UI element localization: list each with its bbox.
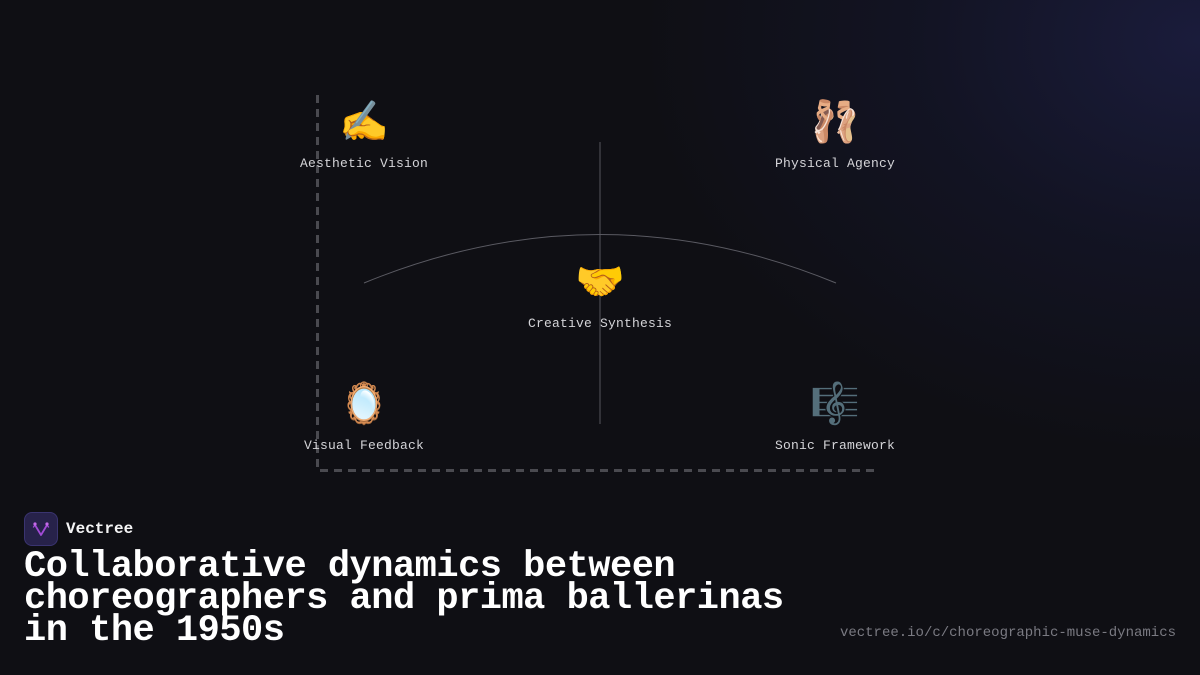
dashed-axis xyxy=(316,95,878,472)
node-visual-feedback: 🪞 Visual Feedback xyxy=(274,384,454,453)
source-url: vectree.io/c/choreographic-muse-dynamics xyxy=(839,625,1176,641)
brand: Vectree xyxy=(24,512,133,546)
node-label: Aesthetic Vision xyxy=(299,156,429,171)
node-creative-synthesis: 🤝 Creative Synthesis xyxy=(510,262,690,331)
vectree-logo-icon xyxy=(24,512,58,546)
ballet-shoes-icon: 🩰 xyxy=(810,103,860,148)
musical-score-icon: 🎼 xyxy=(810,385,860,430)
brand-name: Vectree xyxy=(66,520,134,538)
page-title: Collaborative dynamics between choreogra… xyxy=(24,546,784,652)
node-label: Physical Agency xyxy=(774,156,896,171)
writing-hand-icon: ✍️ xyxy=(339,103,389,148)
arc-connector xyxy=(363,234,837,284)
node-label: Visual Feedback xyxy=(303,438,425,453)
node-label: Creative Synthesis xyxy=(527,316,673,331)
node-physical-agency: 🩰 Physical Agency xyxy=(745,102,925,171)
node-aesthetic-vision: ✍️ Aesthetic Vision xyxy=(274,102,454,171)
node-sonic-framework: 🎼 Sonic Framework xyxy=(745,384,925,453)
node-label: Sonic Framework xyxy=(774,438,896,453)
handshake-icon: 🤝 xyxy=(575,263,625,308)
mirror-icon: 🪞 xyxy=(339,385,389,430)
